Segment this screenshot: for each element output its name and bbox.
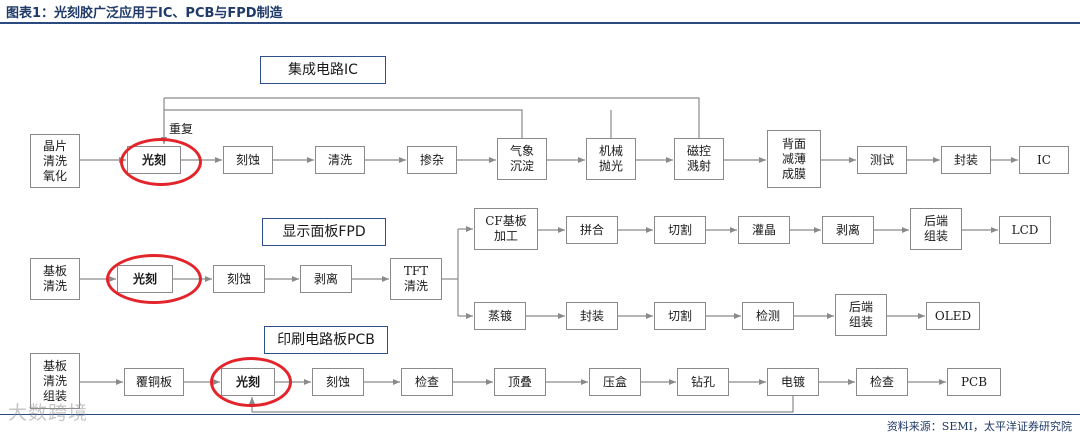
pcb-step-output-pcb: PCB bbox=[947, 368, 1001, 396]
ic-step-mechanical-polish: 机械 抛光 bbox=[586, 138, 636, 180]
oled-step-backend-assembly: 后端 组装 bbox=[835, 294, 887, 336]
footer-divider bbox=[0, 414, 1080, 415]
pcb-step-electroplate: 电镀 bbox=[767, 368, 819, 396]
ic-step-vapor-deposition: 气象 沉淀 bbox=[497, 138, 547, 180]
pcb-step-etch: 刻蚀 bbox=[312, 368, 364, 396]
ic-repeat-loop-line bbox=[164, 97, 700, 138]
lcd-step-output-lcd: LCD bbox=[999, 216, 1051, 244]
source-note: 资料来源：SEMI，太平洋证券研究院 bbox=[886, 420, 1072, 433]
lcd-step-strip: 剥离 bbox=[822, 216, 874, 244]
pcb-step-copper-clad: 覆铜板 bbox=[124, 368, 184, 396]
lcd-step-backend-assembly: 后端 组装 bbox=[910, 208, 962, 250]
ic-step-doping: 掺杂 bbox=[407, 146, 457, 174]
ic-lithography-highlight-ring bbox=[120, 138, 202, 186]
lcd-step-assemble: 拼合 bbox=[566, 216, 618, 244]
pcb-step-stack: 顶叠 bbox=[494, 368, 546, 396]
ic-step-backside-thinning: 背面 减薄 成膜 bbox=[767, 130, 821, 188]
oled-step-output-oled: OLED bbox=[926, 302, 980, 330]
pcb-step-drill: 钻孔 bbox=[677, 368, 729, 396]
title-divider bbox=[0, 22, 1080, 24]
pcb-repeat-loop-line bbox=[252, 396, 794, 413]
pcb-step-press: 压盒 bbox=[589, 368, 641, 396]
page-title: 图表1：光刻胶广泛应用于IC、PCB与FPD制造 bbox=[6, 6, 283, 21]
ic-step-etch: 刻蚀 bbox=[223, 146, 273, 174]
ic-step-output-ic: IC bbox=[1019, 146, 1069, 174]
fpd-step-strip: 剥离 bbox=[300, 265, 352, 293]
oled-step-evaporation: 蒸镀 bbox=[474, 302, 526, 330]
pcb-step-inspect-1: 检查 bbox=[401, 368, 453, 396]
oled-step-inspect: 检测 bbox=[742, 302, 794, 330]
ic-repeat-loop-line bbox=[164, 109, 523, 138]
ic-step-clean: 清洗 bbox=[315, 146, 365, 174]
pcb-step-substrate-clean-assemble: 基板 清洗 组装 bbox=[30, 353, 80, 409]
pcb-step-inspect-2: 检查 bbox=[856, 368, 908, 396]
ic-section-label: 集成电路IC bbox=[260, 56, 386, 84]
pcb-section-label: 印刷电路板PCB bbox=[264, 326, 388, 354]
ic-step-package: 封装 bbox=[941, 146, 991, 174]
fpd-step-substrate-clean: 基板 清洗 bbox=[30, 258, 80, 300]
oled-step-encapsulate: 封装 bbox=[566, 302, 618, 330]
fpd-lithography-highlight-ring bbox=[106, 254, 202, 304]
lcd-step-cut: 切割 bbox=[654, 216, 706, 244]
pcb-lithography-highlight-ring bbox=[210, 357, 292, 407]
ic-step-wafer-clean-oxidize: 晶片 清洗 氧化 bbox=[30, 134, 80, 188]
ic-step-magnetron-sputter: 磁控 溅射 bbox=[674, 138, 724, 180]
lcd-step-liquid-crystal-fill: 灌晶 bbox=[738, 216, 790, 244]
oled-step-cut: 切割 bbox=[654, 302, 706, 330]
fpd-step-etch: 刻蚀 bbox=[213, 265, 265, 293]
ic-step-test: 测试 bbox=[857, 146, 907, 174]
watermark: 大数跨境 bbox=[8, 402, 89, 424]
fpd-step-tft-clean: TFT 清洗 bbox=[390, 258, 442, 300]
lcd-step-cf-substrate: CF基板 加工 bbox=[474, 208, 538, 250]
fpd-section-label: 显示面板FPD bbox=[262, 218, 386, 246]
repeat-label: 重复 bbox=[169, 122, 194, 136]
